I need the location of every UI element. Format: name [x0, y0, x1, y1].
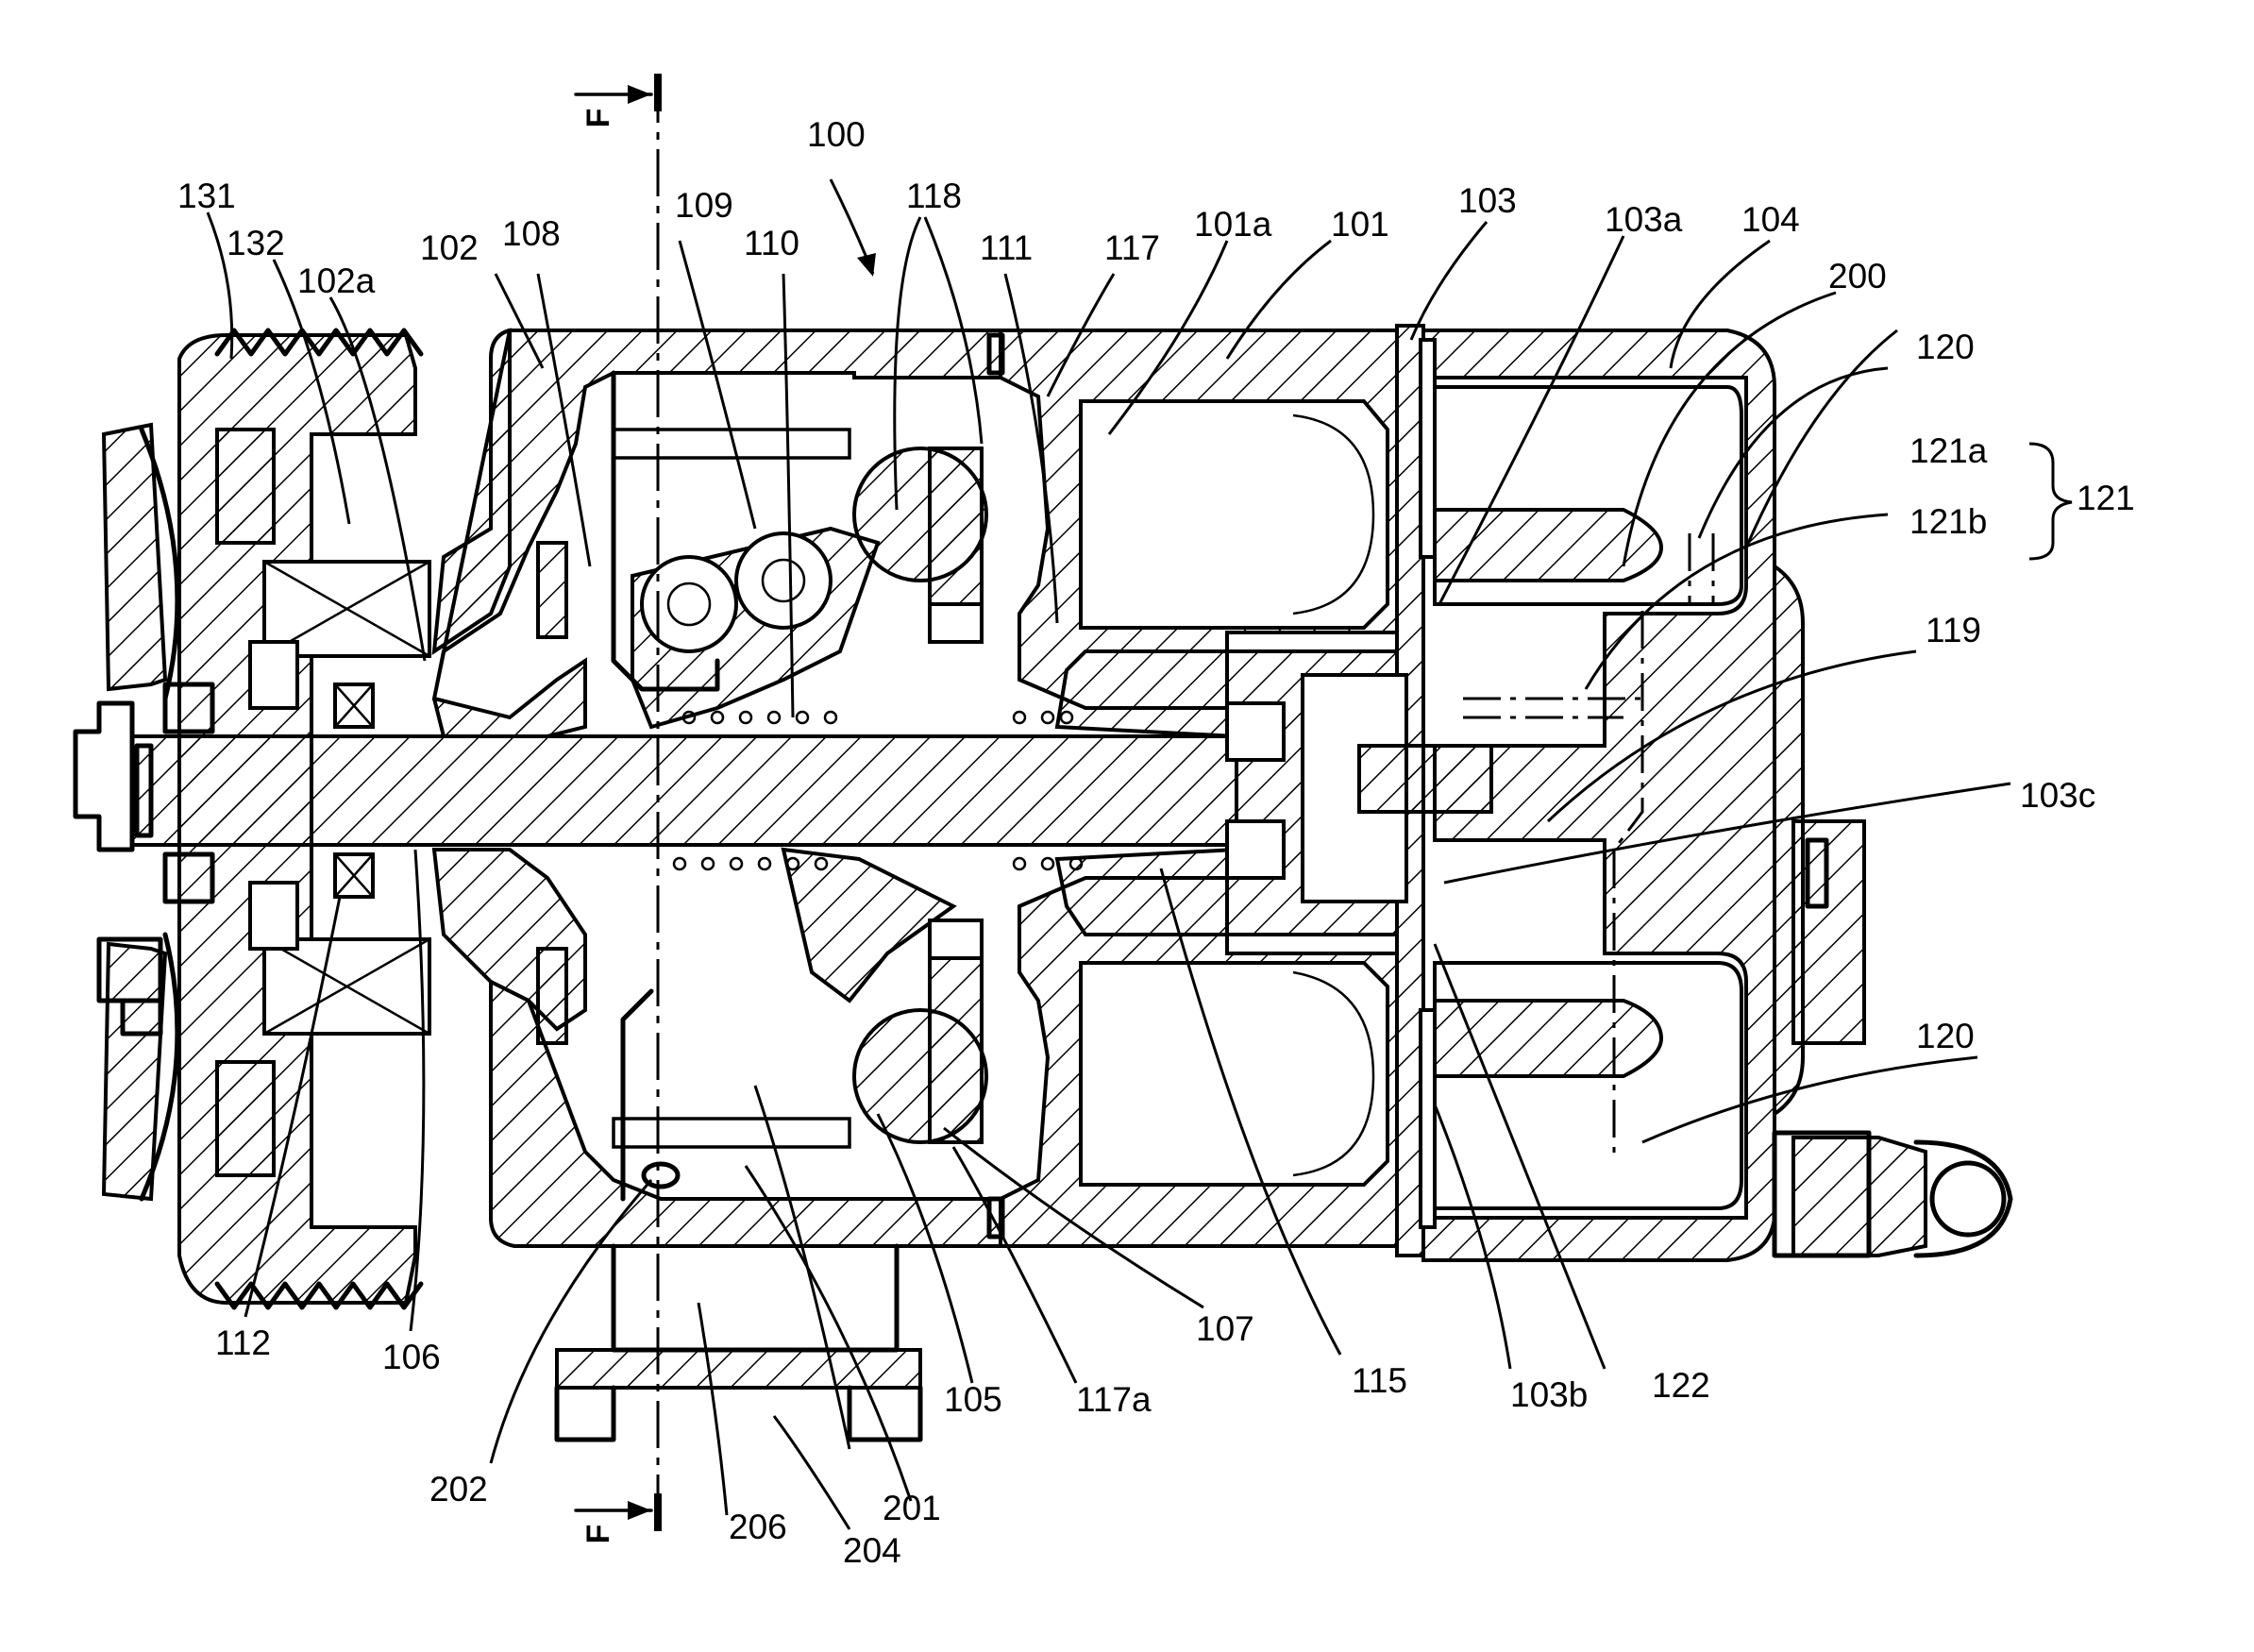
label-103a: 103a [1605, 200, 1683, 239]
drive-shaft [132, 736, 1236, 845]
label-102a: 102a [297, 261, 376, 300]
label-106: 106 [382, 1338, 441, 1376]
label-206: 206 [729, 1508, 787, 1546]
label-107: 107 [1196, 1309, 1254, 1348]
section-mark-bottom: F [580, 1525, 616, 1544]
label-101a: 101a [1194, 205, 1272, 244]
label-200: 200 [1828, 257, 1887, 295]
label-105: 105 [944, 1380, 1002, 1419]
label-118: 118 [906, 177, 962, 215]
label-121b: 121b [1909, 502, 1987, 541]
label-108: 108 [502, 214, 561, 253]
label-121: 121 [2077, 479, 2135, 517]
label-201: 201 [883, 1489, 941, 1527]
brace-121 [2029, 444, 2072, 559]
label-122: 122 [1652, 1366, 1710, 1405]
label-102: 102 [420, 228, 479, 267]
label-117a: 117a [1076, 1380, 1152, 1419]
label-115: 115 [1352, 1361, 1407, 1400]
label-103: 103 [1458, 181, 1517, 220]
label-109: 109 [675, 186, 733, 225]
label-131: 131 [177, 177, 236, 215]
label-132: 132 [227, 224, 285, 262]
label-120-bottom: 120 [1916, 1017, 1975, 1055]
label-112: 112 [215, 1323, 271, 1362]
section-mark-top: F [580, 109, 616, 128]
label-119: 119 [1926, 611, 1981, 649]
label-204: 204 [843, 1531, 901, 1570]
label-120-top: 120 [1916, 328, 1975, 366]
label-101: 101 [1331, 205, 1389, 244]
label-111: 111 [980, 228, 1033, 267]
label-103b: 103b [1510, 1375, 1588, 1414]
label-202: 202 [429, 1470, 488, 1509]
label-103c: 103c [2020, 776, 2095, 815]
label-117: 117 [1104, 228, 1160, 267]
label-121a: 121a [1909, 431, 1988, 470]
label-104: 104 [1741, 200, 1800, 239]
label-110: 110 [744, 224, 799, 262]
label-100: 100 [807, 115, 866, 154]
